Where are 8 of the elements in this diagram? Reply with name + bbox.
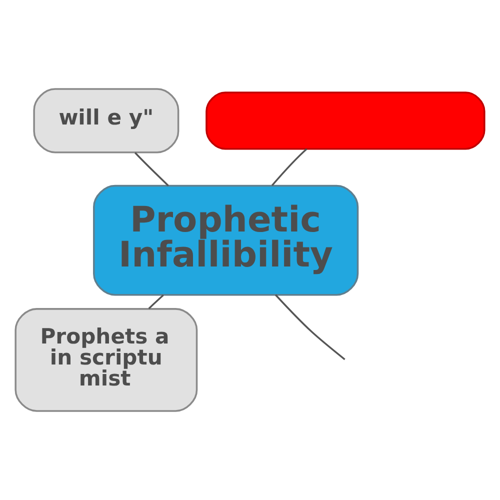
- connector: [274, 294, 346, 360]
- connector: [134, 152, 169, 186]
- connector: [271, 148, 308, 186]
- node-box: Prophetic Infallibility: [93, 184, 359, 296]
- node-box: will e y": [33, 88, 180, 154]
- node-box: Prophets a in scriptu mist: [14, 308, 198, 412]
- node-box: [206, 92, 486, 150]
- connector: [148, 294, 164, 310]
